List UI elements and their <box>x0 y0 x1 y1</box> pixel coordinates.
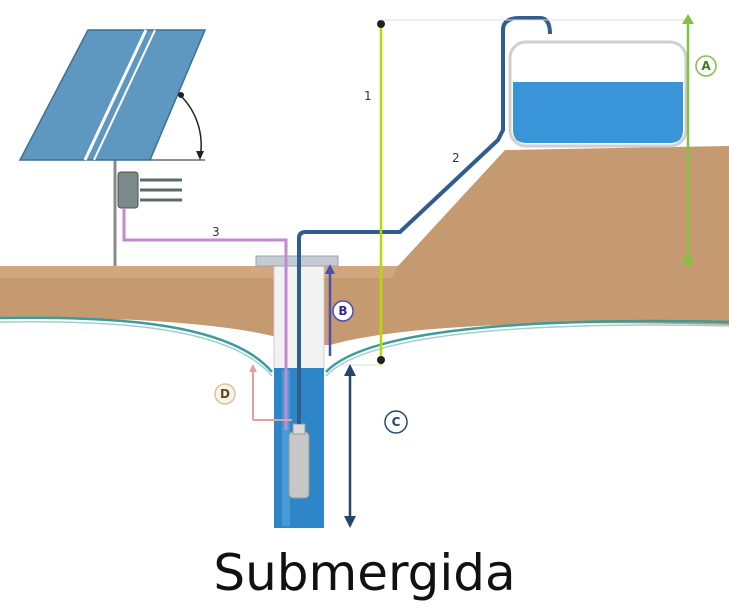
well-water-highlight <box>282 370 290 526</box>
dimension-B-arrow-top <box>325 264 335 274</box>
label-1: 1 <box>364 89 372 103</box>
water-table-line-lower <box>0 320 273 377</box>
submersible-pump <box>288 431 310 499</box>
label-A: A <box>701 59 711 73</box>
label-B: B <box>338 304 347 318</box>
pump-top <box>292 423 306 435</box>
water-table-line <box>0 316 273 373</box>
label-D-circle <box>214 383 236 405</box>
ground-soil <box>0 146 729 345</box>
water-table-line-lower-right <box>325 324 729 377</box>
dimension-C-arrow-bottom <box>344 516 356 528</box>
solar-submersible-pump-diagram: 1 2 3 A B C D <box>0 14 729 528</box>
label-B-circle <box>332 300 354 322</box>
dimension-A-arrow-bottom <box>682 258 694 268</box>
water-table-line-right <box>325 319 729 373</box>
tilt-angle-arrowhead <box>196 151 204 160</box>
tilt-angle-arc <box>179 94 202 159</box>
label-2: 2 <box>452 151 460 165</box>
level-line-1-top-dot <box>377 20 385 28</box>
label-C-circle <box>384 410 408 434</box>
ground-surface-band <box>0 266 398 278</box>
controller-box <box>117 171 139 209</box>
tilt-angle-dot <box>178 92 184 98</box>
solar-panel-frame <box>18 29 207 161</box>
dimension-A-arrow-top <box>682 14 694 24</box>
power-cable <box>122 208 288 430</box>
solar-panel-divider <box>83 29 148 161</box>
level-line-1-bottom-dot <box>377 356 385 364</box>
dimension-C-arrow-top <box>344 364 356 376</box>
label-C: C <box>392 415 401 429</box>
label-3: 3 <box>212 225 220 239</box>
dimension-D-arrow-top <box>249 364 257 372</box>
tank-water <box>513 82 683 143</box>
solar-panel-divider-2 <box>93 29 156 161</box>
diagram-caption: Submergida <box>213 544 516 602</box>
label-D: D <box>220 387 230 401</box>
label-A-circle <box>695 55 717 77</box>
